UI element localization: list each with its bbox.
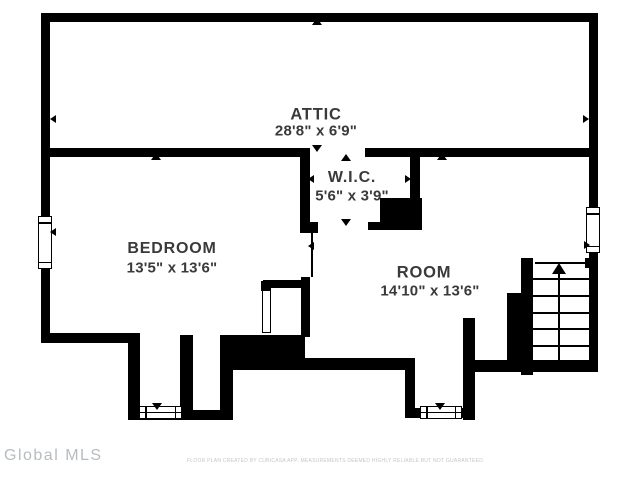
marker-left-window-icon bbox=[50, 228, 56, 236]
room-dimensions-attic: 28'8" x 6'9" bbox=[274, 122, 358, 140]
wall-right-exterior-lower bbox=[589, 252, 598, 372]
stair-tread bbox=[533, 312, 589, 314]
watermark-logo: Global MLS bbox=[4, 447, 103, 464]
room-dimensions-bedroom: 13'5" x 13'6" bbox=[126, 259, 218, 277]
wall-room-south-left bbox=[305, 358, 415, 370]
marker-top-wall-icon bbox=[312, 18, 322, 25]
stairs-up-arrow-icon bbox=[552, 263, 566, 274]
wall-wic-right bbox=[410, 148, 420, 202]
marker-room-door-icon bbox=[437, 153, 447, 160]
wall-wic-left bbox=[300, 148, 310, 233]
wall-bedroom-right-lower bbox=[301, 277, 310, 337]
wall-dormer-middle bbox=[180, 335, 193, 420]
stair-tread bbox=[533, 295, 589, 297]
room-label-wic: W.I.C. bbox=[327, 169, 377, 186]
door-leaf bbox=[262, 290, 271, 333]
marker-wic-east-icon bbox=[405, 175, 411, 183]
disclaimer-text: FLOOR PLAN CREATED BY CUBICASA APP. MEAS… bbox=[187, 458, 485, 464]
wall-wic-block bbox=[380, 198, 422, 230]
stairs-up-arrow-shaft bbox=[558, 272, 560, 362]
doorway-opening-line bbox=[311, 233, 313, 277]
wall-right-exterior-upper bbox=[589, 13, 598, 208]
room-label-attic: ATTIC bbox=[290, 105, 342, 124]
wall-dormer3-right bbox=[463, 318, 475, 420]
room-dimensions-wic: 5'6" x 3'9" bbox=[315, 187, 389, 205]
stair-top-line bbox=[535, 262, 585, 264]
wall-center-mass bbox=[233, 335, 305, 370]
stair-tread bbox=[533, 278, 589, 280]
marker-dormer1-window-icon bbox=[152, 403, 162, 410]
stair-tread bbox=[533, 345, 589, 347]
marker-wic-south-door-icon bbox=[341, 219, 351, 226]
wall-stair-step-block bbox=[507, 293, 521, 363]
wall-top-exterior bbox=[41, 13, 598, 22]
wall-room-south-right bbox=[475, 360, 598, 372]
marker-bedroom-door-icon bbox=[151, 153, 161, 160]
wall-left-exterior-upper bbox=[41, 13, 50, 217]
room-dimensions-room: 14'10" x 13'6" bbox=[380, 282, 480, 300]
wall-attic-divider-right bbox=[365, 148, 598, 157]
wall-stair-left bbox=[521, 258, 533, 375]
window-left-wall bbox=[38, 216, 52, 269]
wall-left-exterior-lower bbox=[41, 268, 50, 343]
marker-right-window-icon bbox=[584, 241, 590, 249]
wall-stair-top-cap bbox=[585, 258, 598, 268]
stair-tread bbox=[533, 328, 589, 330]
room-label-room: ROOM bbox=[396, 263, 452, 282]
wall-wic-left-foot bbox=[310, 222, 318, 233]
marker-wic-inner-icon bbox=[341, 154, 351, 161]
marker-dormer3-window-icon bbox=[435, 403, 445, 410]
marker-right-wall-icon bbox=[583, 115, 589, 123]
wall-bedroom-south bbox=[41, 333, 135, 343]
room-label-bedroom: BEDROOM bbox=[127, 240, 217, 257]
marker-hall-door-icon bbox=[308, 242, 314, 250]
wall-dormer3-left bbox=[405, 370, 415, 418]
wall-wic-block-foot bbox=[368, 222, 380, 230]
wall-dormer1-left bbox=[128, 333, 140, 420]
wall-closet-stub-cap bbox=[261, 281, 271, 291]
wall-closet-stub bbox=[263, 280, 305, 288]
wall-attic-divider-left bbox=[41, 148, 308, 157]
marker-wic-west-icon bbox=[308, 175, 314, 183]
marker-left-wall-icon bbox=[50, 115, 56, 123]
wall-dormer2-right bbox=[220, 335, 233, 420]
marker-wic-north-door-icon bbox=[312, 145, 322, 152]
